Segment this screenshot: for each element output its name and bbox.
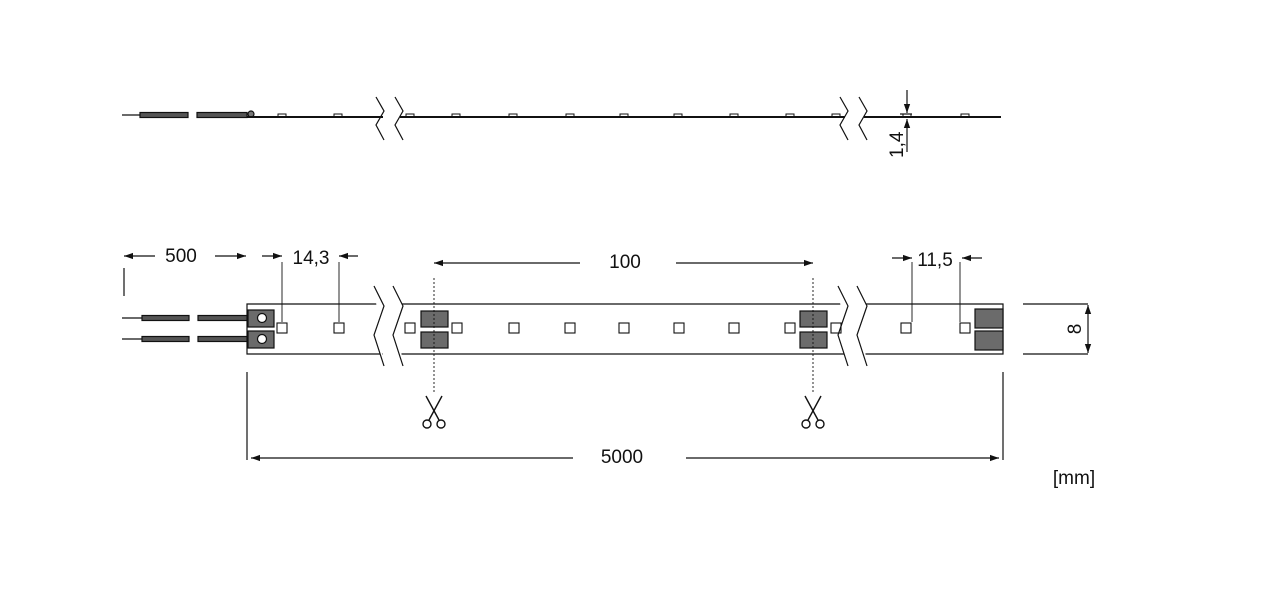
- total-length-label: 5000: [601, 447, 643, 468]
- side-view: [122, 90, 1001, 152]
- thickness-label: 1,4: [887, 131, 908, 158]
- break-mark-2: [392, 285, 404, 367]
- led: [564, 322, 576, 334]
- side-led: [831, 113, 841, 118]
- cut-pad-2-top: [799, 310, 828, 328]
- side-led: [565, 113, 575, 118]
- end-pad-1: [974, 308, 1004, 329]
- side-led: [508, 113, 518, 118]
- led: [673, 322, 685, 334]
- led: [276, 322, 288, 334]
- wire-1-insulation-b: [197, 314, 251, 322]
- side-led: [729, 113, 739, 118]
- led: [451, 322, 463, 334]
- side-wire-insulation-2: [196, 111, 248, 119]
- cut-interval-label: 100: [609, 252, 641, 273]
- side-led: [277, 113, 287, 118]
- start-solder-2: [256, 333, 268, 345]
- top-view: [122, 252, 1092, 462]
- side-wire-insulation-1: [139, 111, 189, 119]
- break-mark-1: [373, 285, 385, 367]
- led: [784, 322, 796, 334]
- first-led-offset-label: 14,3: [293, 248, 330, 269]
- side-led: [673, 113, 683, 118]
- side-break-mark-3: [839, 96, 849, 141]
- scissors-icon: [801, 395, 825, 429]
- break-mark-4: [856, 285, 868, 367]
- lead-length-label: 500: [165, 246, 197, 267]
- side-led: [619, 113, 629, 118]
- cut-pad-1-top: [420, 310, 449, 328]
- side-led: [960, 113, 970, 118]
- side-led: [333, 113, 343, 118]
- led: [900, 322, 912, 334]
- side-break-mark-1: [375, 96, 385, 141]
- led: [618, 322, 630, 334]
- side-led: [785, 113, 795, 118]
- end-led-offset-label: 11,5: [917, 250, 953, 271]
- led: [404, 322, 416, 334]
- start-solder-1: [256, 312, 268, 324]
- led: [728, 322, 740, 334]
- side-leds: [277, 113, 970, 118]
- side-led: [405, 113, 415, 118]
- strip-segment-3: [864, 303, 1004, 355]
- cut-pad-1-bottom: [420, 331, 449, 349]
- led: [333, 322, 345, 334]
- side-break-mark-4: [858, 96, 868, 141]
- wire-2-insulation-b: [197, 335, 251, 343]
- side-break-mark-2: [394, 96, 404, 141]
- break-mark-3: [837, 285, 849, 367]
- led: [959, 322, 971, 334]
- unit-label: [mm]: [1053, 468, 1095, 489]
- led: [830, 322, 842, 334]
- wire-2-insulation-a: [141, 335, 190, 343]
- scissors-icon: [422, 395, 446, 429]
- led: [508, 322, 520, 334]
- end-pad-2: [974, 330, 1004, 351]
- wire-1-insulation-a: [141, 314, 190, 322]
- strip-segment-1: [246, 303, 383, 355]
- cut-pad-2-bottom: [799, 331, 828, 349]
- width-label: 8: [1065, 324, 1086, 335]
- top-leds: [276, 322, 971, 334]
- side-led: [451, 113, 461, 118]
